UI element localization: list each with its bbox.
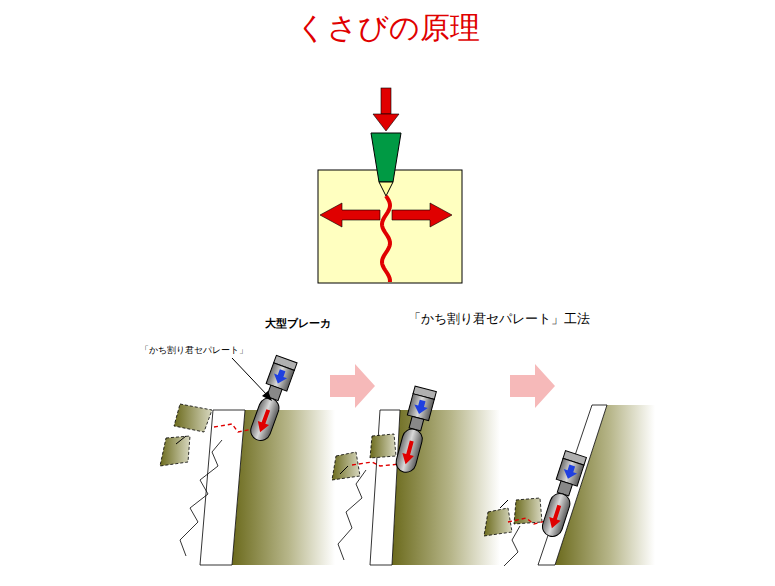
crack-line [352, 462, 400, 466]
rock-slab [200, 410, 245, 565]
rock-block [160, 436, 190, 466]
fall-arrow [340, 466, 348, 474]
leader-arrowhead [262, 391, 272, 401]
step-arrow [330, 364, 375, 408]
rock-edge [338, 470, 366, 560]
step-arrow [510, 364, 555, 408]
rock-face [555, 405, 655, 565]
wedge-figure [318, 88, 462, 283]
fall-arrow [500, 500, 508, 508]
label: 「かち割り君セパレート」 [140, 344, 248, 357]
stage-panel [332, 386, 500, 565]
title: くさびの原理 [0, 8, 775, 49]
stage-panel [160, 355, 335, 565]
breaker [393, 386, 437, 475]
rock-slab [538, 405, 607, 565]
breaker [539, 451, 586, 540]
rock-block [484, 508, 512, 536]
rock-slab [370, 410, 400, 565]
rock-block [174, 404, 212, 432]
fall-arrow [176, 436, 186, 444]
label: 「かち割り君セパレート」工法 [408, 310, 590, 328]
leader-line [232, 358, 268, 396]
breaker [247, 355, 297, 443]
label: 大型ブレーカ [265, 316, 331, 331]
stage-panel [484, 405, 655, 566]
rock-block [370, 434, 396, 458]
rock-block [332, 452, 360, 480]
rock-face [392, 410, 500, 565]
rock-face [232, 410, 335, 565]
